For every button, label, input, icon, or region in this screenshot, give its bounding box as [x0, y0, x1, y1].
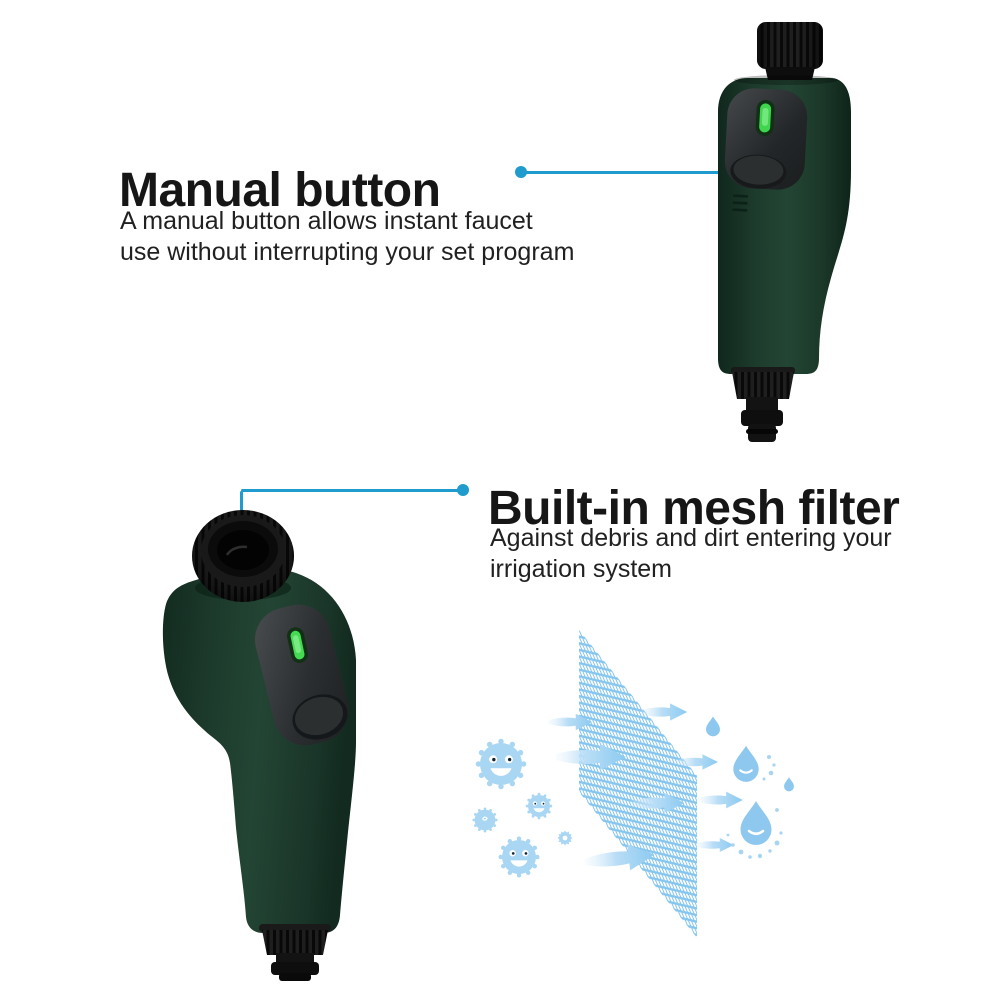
- germ-icon: [557, 830, 573, 846]
- mesh-filtering-illustration: [450, 630, 794, 938]
- feature-description-line: Against debris and dirt entering your: [490, 524, 892, 552]
- leader-line-mesh-filter-horizontal: [241, 489, 463, 492]
- status-led-icon: [287, 627, 308, 663]
- product-photo-top-inlet-view: [162, 510, 356, 981]
- germ-icon: [525, 792, 553, 820]
- feature-description-line: irrigation system: [490, 555, 672, 583]
- germ-icon: [475, 738, 527, 790]
- vent-lines: [732, 194, 749, 212]
- germ-icon: [472, 807, 497, 832]
- leader-dot-icon: [515, 166, 527, 178]
- hose-nut-cap-icon: [757, 22, 823, 80]
- feature-description-manual-button: A manual button allows instant faucet us…: [120, 206, 574, 268]
- outlet-connector-icon: [259, 924, 331, 981]
- feature-description-line: A manual button allows instant faucet: [120, 207, 533, 235]
- outlet-connector-icon: [731, 367, 795, 442]
- feature-description-mesh-filter: Against debris and dirt entering your ir…: [490, 523, 892, 585]
- flow-arrow-icon: [698, 791, 743, 809]
- water-drop-icon: [784, 777, 794, 792]
- water-drop-icon: [706, 716, 720, 737]
- feature-title-mesh-filter: Built-in mesh filter: [488, 482, 900, 536]
- inlet-cap-icon: [192, 510, 294, 602]
- flow-arrow-icon: [696, 837, 734, 853]
- water-drop-icon: [740, 801, 772, 845]
- feature-description-line: use without interrupting your set progra…: [120, 238, 575, 266]
- feature-title-manual-button: Manual button: [119, 164, 441, 218]
- leader-line-manual-button: [521, 171, 738, 174]
- mesh-grid: [579, 630, 697, 938]
- leader-dot-icon: [457, 484, 469, 496]
- germ-icon: [498, 836, 540, 878]
- speckle-dots: [726, 755, 783, 859]
- water-drop-icon: [733, 745, 759, 782]
- product-photo-front-view: [718, 22, 851, 442]
